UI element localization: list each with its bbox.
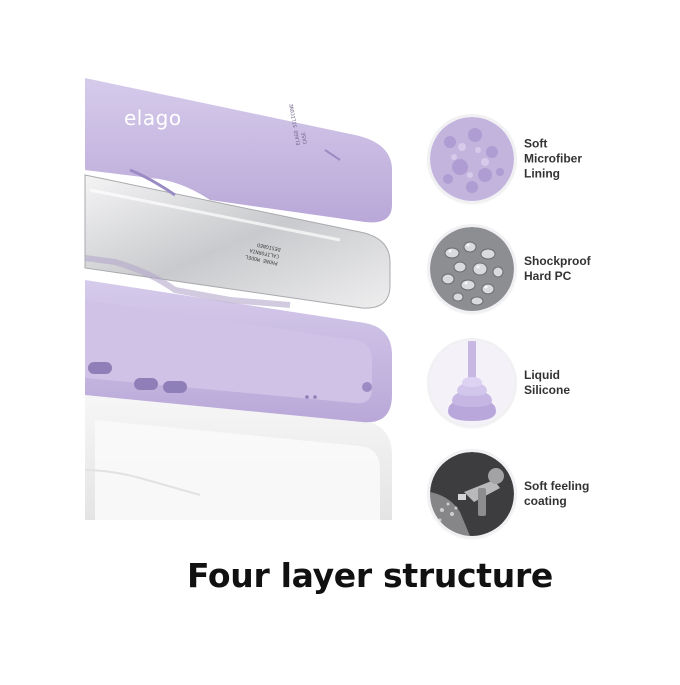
feature-label: Soft Microfiber Lining [524,136,583,181]
feature-label: Shockproof Hard PC [524,254,591,283]
microfiber-texture-icon [430,117,514,201]
side-button [88,362,112,374]
pc-pellets-icon [430,227,514,311]
spray-gun-icon [430,452,514,536]
coating-layer [84,392,392,520]
feature-microfiber: Soft Microfiber Lining [430,117,680,201]
headline: Four layer structure [186,556,554,595]
feature-hard-pc: Shockproof Hard PC [430,227,680,311]
feature-label: Soft feeling coating [524,479,590,508]
feature-coating: Soft feeling coating [430,452,680,536]
silicone-layer [85,280,392,423]
liquid-silicone-icon [430,341,514,425]
side-button [134,378,158,390]
svg-text:DESIGNED: DESIGNED [257,241,282,252]
side-button [163,381,187,393]
feature-label: Liquid Silicone [524,368,571,397]
feature-liquid-silicone: Liquid Silicone [430,341,680,425]
svg-text:CASE: CASE [301,132,309,145]
brand-logo: elago [124,106,182,130]
hard-pc-layer: PHONE MODEL CALIFORNIA DESIGNED [84,174,391,309]
microfiber-layer: ELAGO SILICONE CASE [85,78,392,223]
